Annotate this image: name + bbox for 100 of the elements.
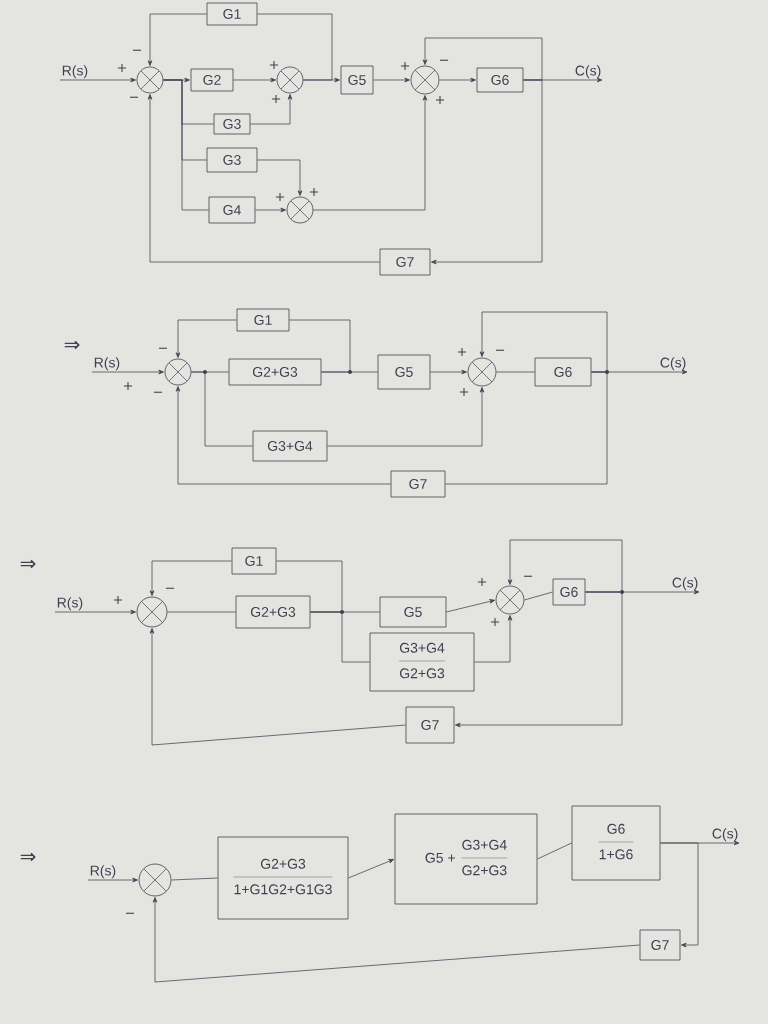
summing-junction xyxy=(136,66,164,94)
sign-label: + xyxy=(435,95,445,105)
summing-junction xyxy=(467,357,497,387)
connector-line xyxy=(171,877,218,881)
arrow xyxy=(430,369,467,375)
arrow xyxy=(439,77,476,83)
block-box: G3 xyxy=(206,147,258,173)
block-box: G1 xyxy=(231,547,277,575)
sign-label: + xyxy=(271,94,281,104)
summing-junction xyxy=(138,863,172,897)
arrow xyxy=(313,95,428,211)
connector-line xyxy=(163,79,209,211)
connector-line xyxy=(496,371,535,373)
arrow xyxy=(507,539,623,593)
summing-junction xyxy=(495,585,525,615)
arrow xyxy=(149,628,406,746)
signal-label: C(s) xyxy=(575,65,601,79)
arrow xyxy=(479,311,608,373)
block-box: G6 xyxy=(534,357,592,387)
arrow xyxy=(431,79,543,265)
implies-symbol: ⇒ xyxy=(64,340,80,350)
sign-label: − xyxy=(132,49,142,51)
arrow xyxy=(422,37,543,81)
fraction-box: G5 + G3+G4 G2+G3 xyxy=(394,813,538,905)
block-box: G4 xyxy=(208,196,256,224)
connector-line xyxy=(537,842,572,860)
arrow xyxy=(91,369,164,375)
block-box: G1 xyxy=(236,308,290,332)
block-box: G5 xyxy=(379,596,447,628)
signal-label: R(s) xyxy=(57,597,83,611)
connector-line xyxy=(445,371,608,485)
signal-label: C(s) xyxy=(660,357,686,371)
signal-label: C(s) xyxy=(712,828,738,842)
fraction-box: G2+G3 1+G1G2+G1G3 xyxy=(217,836,349,920)
arrow xyxy=(250,94,293,125)
signal-label: R(s) xyxy=(94,357,120,371)
summing-junction xyxy=(410,65,440,95)
sign-label: − xyxy=(495,349,505,351)
sign-label: − xyxy=(158,347,168,349)
connector-line xyxy=(276,560,343,613)
connector-line xyxy=(524,591,553,601)
summing-junction xyxy=(276,66,304,94)
arrow xyxy=(455,591,623,728)
block-box: G7 xyxy=(639,929,681,961)
arrow xyxy=(660,842,699,948)
arrow xyxy=(474,615,513,663)
sign-label: + xyxy=(477,577,487,587)
block-box: G7 xyxy=(405,706,455,744)
block-box: G3+G4 xyxy=(252,430,328,462)
arrow xyxy=(147,13,207,66)
arrow xyxy=(233,77,276,83)
implies-symbol: ⇒ xyxy=(20,559,36,569)
summing-junction xyxy=(136,596,168,628)
sign-label: − xyxy=(129,96,139,98)
block-box: G7 xyxy=(390,470,446,498)
connector-line xyxy=(167,611,236,613)
sign-label: + xyxy=(269,60,279,70)
sign-label: − xyxy=(523,575,533,577)
implies-symbol: ⇒ xyxy=(20,852,36,862)
block-box: G2+G3 xyxy=(228,358,322,386)
sign-label: + xyxy=(275,192,285,202)
arrow xyxy=(255,207,286,213)
block-box: G7 xyxy=(379,248,431,276)
arrow xyxy=(149,560,232,596)
arrow xyxy=(59,77,136,83)
block-box: G6 xyxy=(476,67,524,93)
block-box: G2+G3 xyxy=(235,595,311,629)
arrow xyxy=(175,319,237,358)
sign-label: + xyxy=(309,187,319,197)
connector-line xyxy=(191,371,253,447)
arrow xyxy=(87,877,138,883)
signal-label: R(s) xyxy=(62,65,88,79)
signal-label: R(s) xyxy=(90,865,116,879)
sign-label: + xyxy=(457,347,467,357)
arrow xyxy=(54,609,136,615)
sign-label: + xyxy=(117,63,127,73)
arrow xyxy=(152,897,640,983)
block-box: G2 xyxy=(190,68,234,92)
connector-line xyxy=(289,319,351,373)
sign-label: − xyxy=(153,391,163,393)
block-box: G6 xyxy=(552,578,586,606)
sign-label: − xyxy=(439,59,449,61)
sign-label: + xyxy=(400,61,410,71)
sign-label: + xyxy=(490,617,500,627)
sign-label: + xyxy=(459,387,469,397)
block-box: G1 xyxy=(206,2,258,26)
arrow xyxy=(147,94,380,263)
block-box: G3 xyxy=(213,113,251,135)
connector-line xyxy=(257,13,333,81)
sign-label: − xyxy=(125,912,135,914)
fraction-box: G3+G4 G2+G3 xyxy=(369,632,475,692)
arrow xyxy=(348,859,395,879)
sign-label: + xyxy=(123,381,133,391)
arrow xyxy=(446,599,495,613)
arrow xyxy=(257,159,303,196)
fraction-box: G6 1+G6 xyxy=(571,805,661,881)
summing-junction xyxy=(164,358,192,386)
arrow xyxy=(175,386,391,485)
sign-label: − xyxy=(165,587,175,589)
arrow xyxy=(373,77,410,83)
